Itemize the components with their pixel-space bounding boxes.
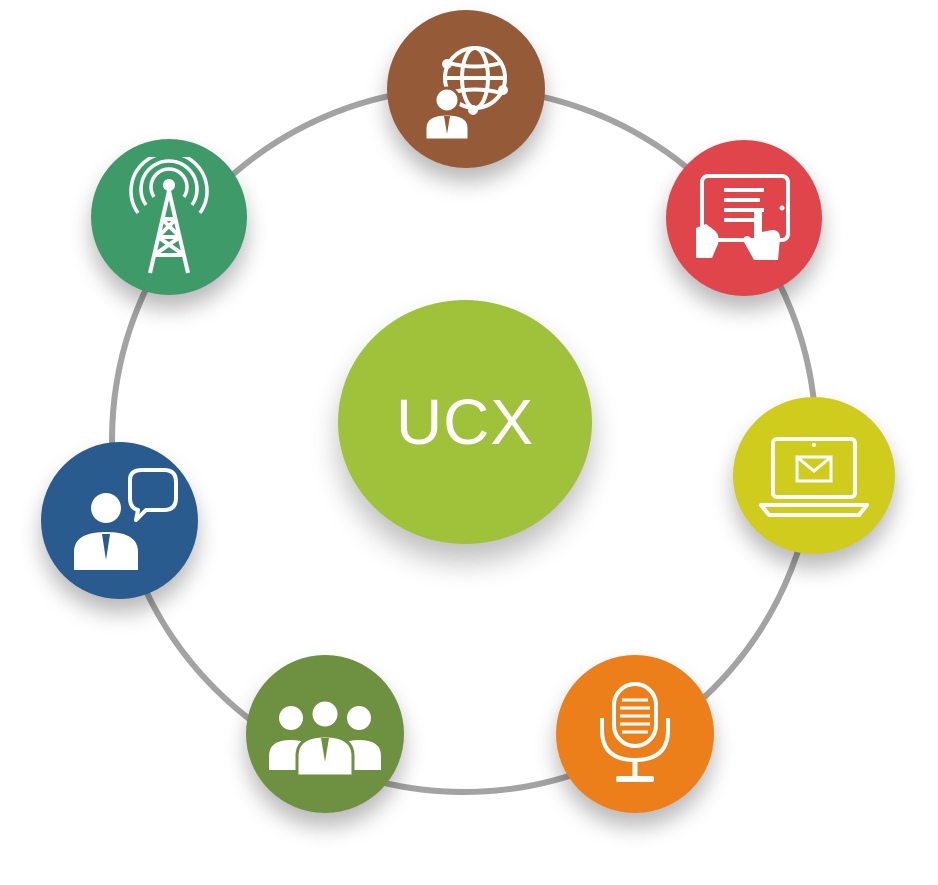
node-tablet-touch [666, 140, 822, 296]
team-icon [269, 698, 381, 778]
node-user-chat [41, 442, 198, 599]
user-chat-icon [73, 467, 178, 570]
broadcast-tower-icon [129, 157, 209, 274]
node-broadcast-tower [91, 139, 247, 295]
tablet-touch-icon [696, 174, 790, 260]
center-node: UCX [338, 300, 592, 544]
node-team [246, 655, 404, 813]
node-user-globe [387, 10, 545, 168]
laptop-mail-icon [759, 436, 869, 517]
user-globe-icon [423, 46, 508, 142]
microphone-icon [600, 682, 670, 782]
center-label: UCX [395, 386, 535, 458]
node-laptop-mail [733, 397, 895, 554]
node-microphone [556, 655, 714, 813]
